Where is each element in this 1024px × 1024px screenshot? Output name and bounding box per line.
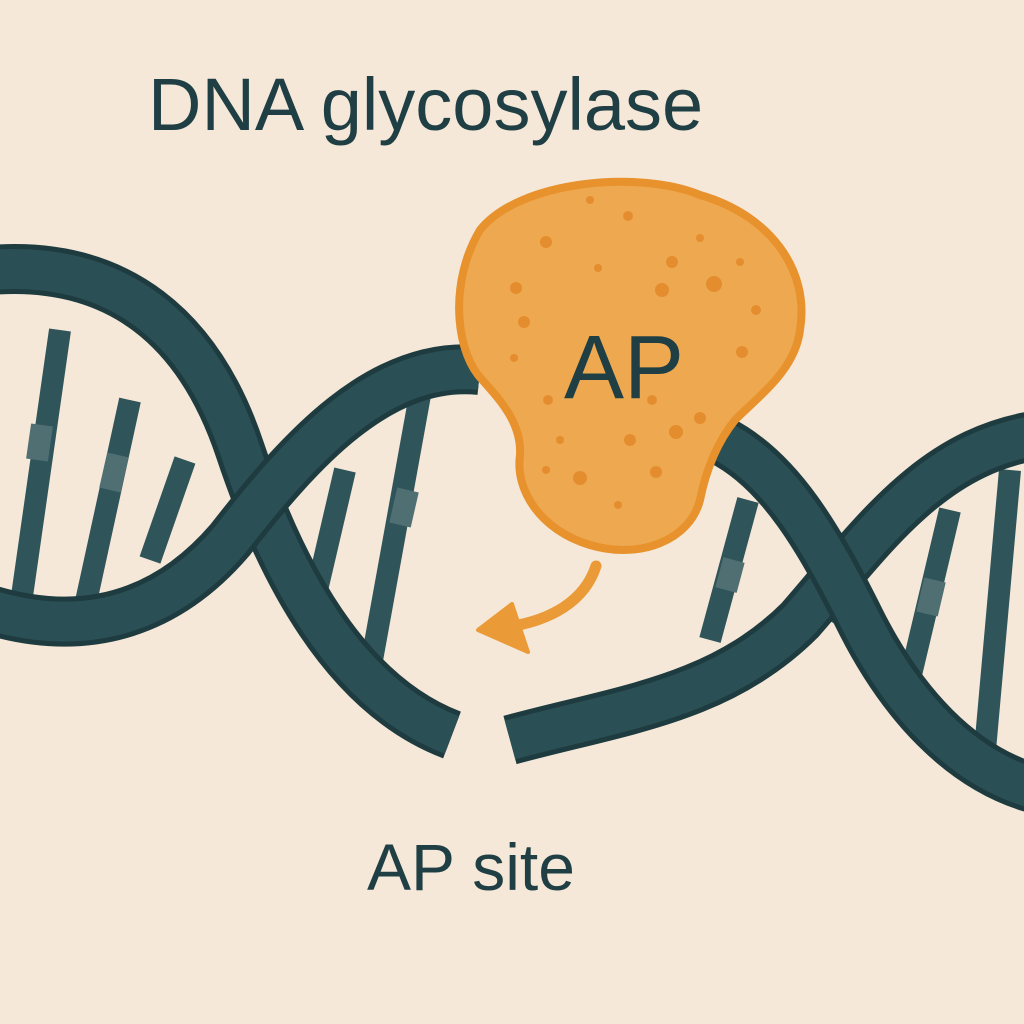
strand-a-left-fill xyxy=(0,249,460,754)
base-pair xyxy=(974,469,1021,751)
dna-strands xyxy=(0,244,1024,812)
strand-a-right-fill xyxy=(504,417,1024,760)
base-highlight xyxy=(99,452,129,493)
arrow-head xyxy=(476,602,530,654)
ap-site-label: AP site xyxy=(367,830,575,904)
base-pair xyxy=(71,397,141,623)
diagram-title: DNA glycosylase xyxy=(148,63,703,146)
arrow-icon xyxy=(476,560,602,654)
base-highlight xyxy=(916,577,946,617)
base-pair xyxy=(139,456,196,564)
base-pair-highlights xyxy=(26,423,946,617)
base-highlight xyxy=(389,487,419,528)
base-pair xyxy=(361,393,431,662)
strand-b-right-fill xyxy=(710,422,1024,807)
strand-b-left-fill xyxy=(0,349,482,642)
base-highlight xyxy=(26,423,53,462)
enzyme-body xyxy=(455,177,806,554)
enzyme-speckles xyxy=(510,196,761,509)
enzyme: AP xyxy=(455,177,806,554)
base-pair xyxy=(9,328,71,612)
enzyme-label: AP xyxy=(564,318,684,418)
base-highlight xyxy=(715,557,745,593)
